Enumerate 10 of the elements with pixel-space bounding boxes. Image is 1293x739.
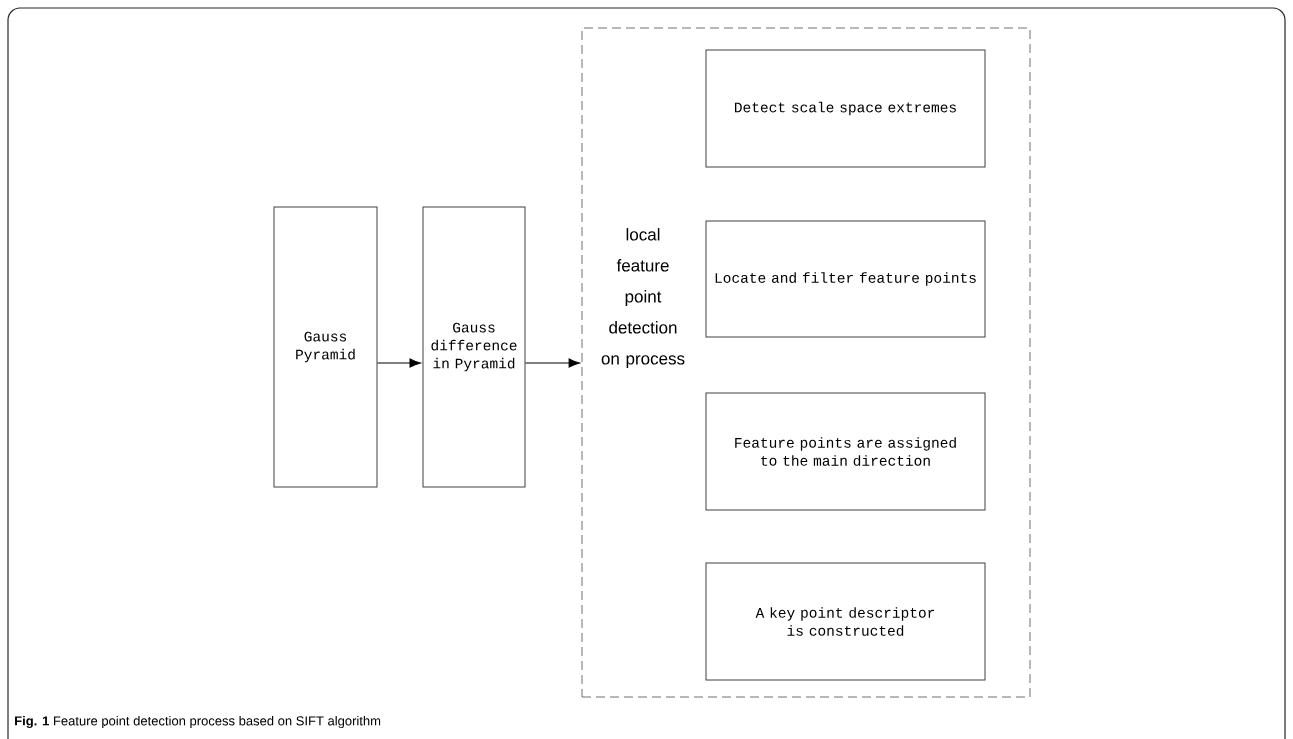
group-heading: local feature point detection on process [601,228,685,368]
process-box: A key point descriptor is constructed [705,562,986,681]
stage-box: Gauss Pyramid [273,206,378,488]
arrow [525,358,581,368]
caption: Fig. 1 Feature point detection process based on SIFT algorithm [15,715,381,729]
process-box: Locate and filter feature points [705,220,986,338]
arrow [377,358,421,368]
process-box: Feature points are assigned to the main direction [705,392,986,511]
stage-box: Gauss difference in Pyramid [422,206,526,488]
process-box: Detect scale space extremes [705,49,986,168]
